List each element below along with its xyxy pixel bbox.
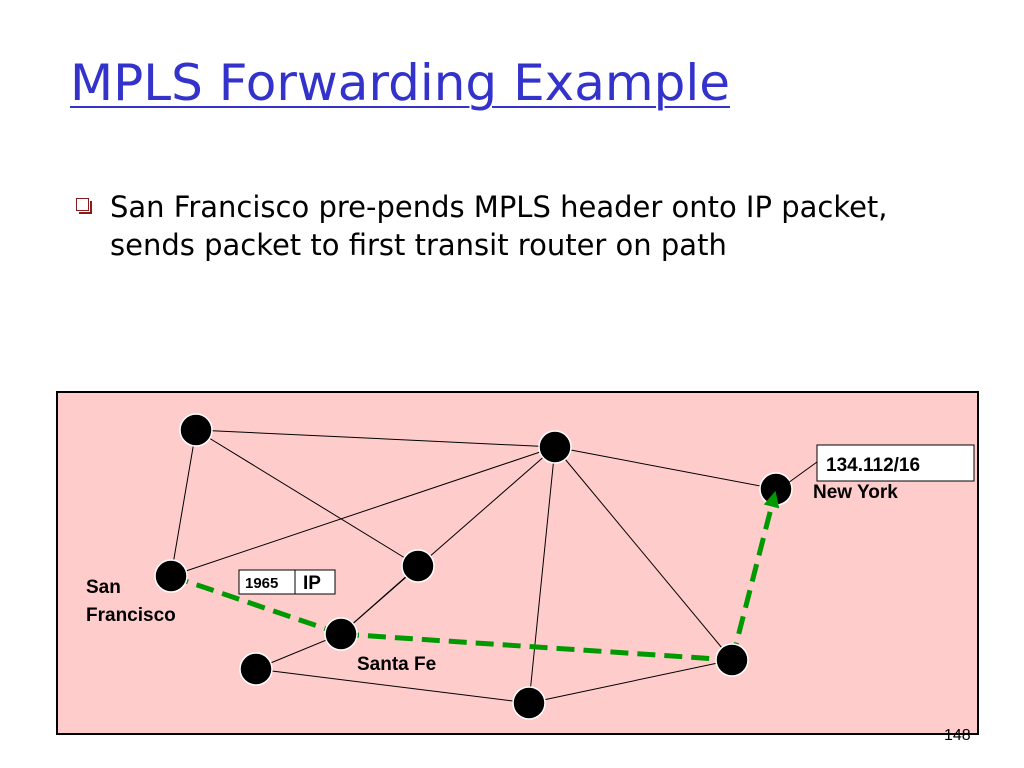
san-francisco-label-line2: Francisco (86, 605, 176, 626)
link-n2-n3 (554, 446, 777, 490)
router-node-n8 (512, 686, 546, 720)
mpls-label: 1965 (245, 575, 278, 592)
slide-title: MPLS Forwarding Example (70, 54, 730, 112)
ip-payload-label: IP (303, 573, 321, 594)
link-n2-n9 (554, 446, 733, 661)
link-n1-n5 (195, 429, 419, 567)
link-n5-n6 (340, 565, 419, 635)
prefix-callout-leader (787, 461, 818, 484)
router-node-n2 (538, 430, 572, 464)
destination-prefix: 134.112/16 (826, 455, 920, 476)
router-node-n5 (401, 549, 435, 583)
nodes-layer (154, 413, 793, 720)
link-n8-n9 (528, 659, 733, 704)
router-node-n9 (715, 643, 749, 677)
link-n2-n8 (528, 446, 556, 704)
new-york-label: New York (813, 482, 898, 503)
lsp-arrowhead (763, 490, 780, 509)
path-layer (170, 498, 776, 663)
ip-payload-box (294, 569, 336, 595)
mpls-label-box (238, 569, 296, 595)
router-node-n7 (239, 652, 273, 686)
prefix-box (816, 444, 975, 482)
link-n7-n8 (255, 668, 530, 704)
router-node-n6 (324, 617, 358, 651)
router-node-n1 (179, 413, 213, 447)
bullet-square-icon (76, 198, 92, 214)
santa-fe-label: Santa Fe (357, 654, 436, 675)
link-n1-n2 (195, 429, 556, 448)
lsp-segment-n9-n3 (729, 498, 776, 661)
san-francisco-label-line1: San (86, 577, 121, 598)
bullet-text: San Francisco pre-pends MPLS header onto… (110, 190, 888, 262)
link-n2-n4 (170, 446, 556, 577)
lsp-segment-n6-n9 (340, 631, 733, 663)
router-node-n4 (154, 559, 188, 593)
lsp-segment-n4-n6 (170, 573, 342, 637)
link-n1-n4 (170, 429, 197, 577)
page-number: 148 (944, 727, 971, 744)
